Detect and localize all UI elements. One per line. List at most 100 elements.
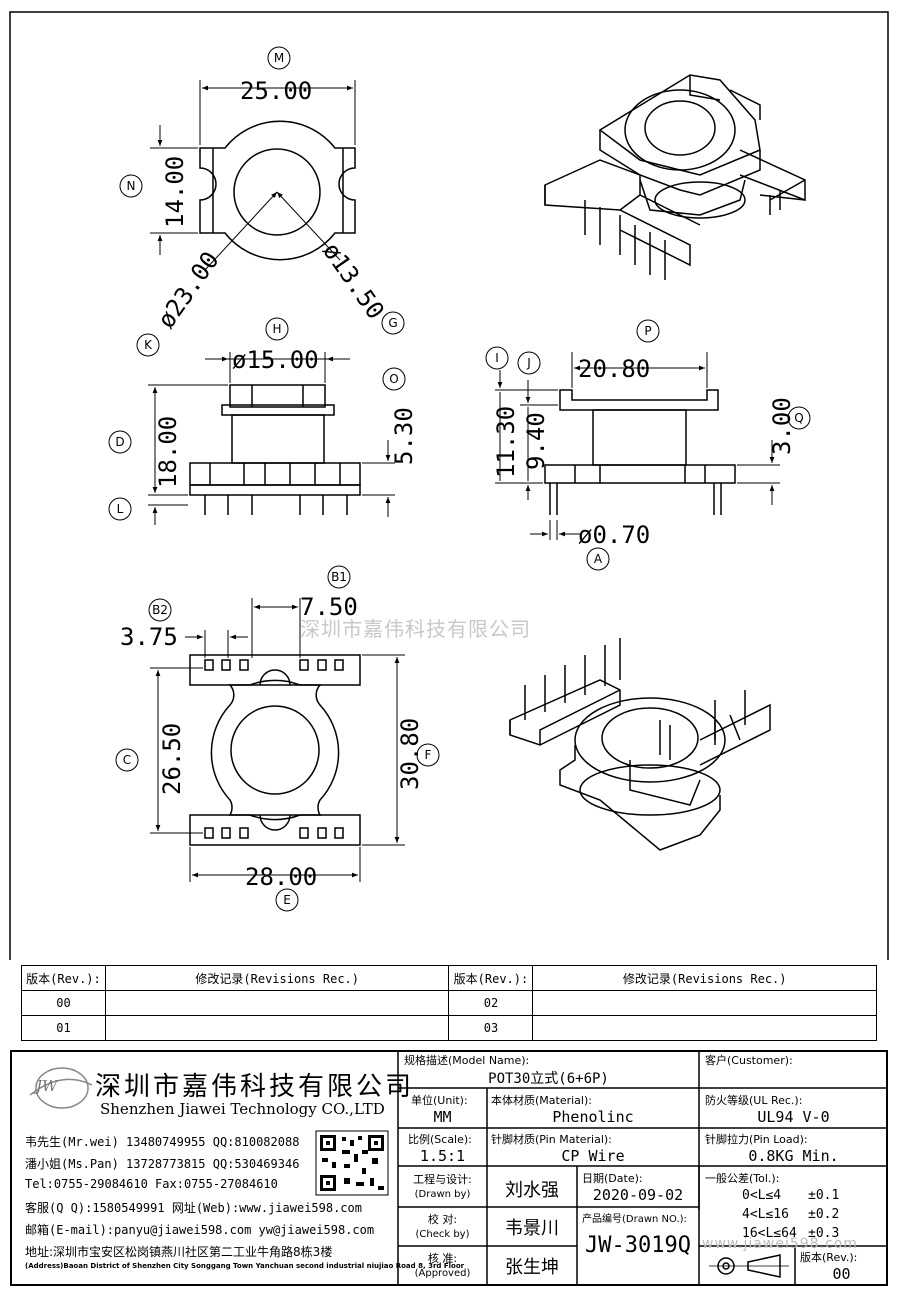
- rec-header-a: 修改记录(Revisions Rec.): [104, 965, 450, 991]
- approved-value: 张生坤: [505, 1257, 559, 1278]
- approved-label-en: (Approved): [414, 1268, 471, 1279]
- tol-range-3: 16<L≤64: [742, 1226, 797, 1241]
- ul-value: UL94 V-0: [757, 1108, 830, 1126]
- drawing-border: [9, 11, 889, 960]
- front-top-flange: [229, 384, 326, 408]
- tag-j: J: [526, 356, 531, 370]
- tag-c: C: [123, 753, 131, 767]
- tag-h: H: [272, 322, 281, 336]
- dim-side-width: 20.80: [578, 355, 650, 383]
- dim-top-inner-dia: ø13.50: [317, 237, 390, 324]
- front-winding: [231, 414, 325, 464]
- date-label: 日期(Date):: [582, 1172, 643, 1185]
- scale-value: 1.5:1: [419, 1147, 466, 1165]
- contact-wei: 韦先生(Mr.wei) 13480749955 QQ:810082088: [25, 1135, 300, 1149]
- model-label: 规格描述(Model Name):: [404, 1054, 530, 1067]
- dim-side-h2: 9.40: [522, 412, 550, 470]
- tag-q: Q: [794, 411, 803, 425]
- tol-value-3: ±0.3: [808, 1226, 840, 1241]
- technical-drawing: 25.00 14.00 ø23.00 ø13.50 ø15.00 18.00 5…: [9, 11, 889, 960]
- material-label: 本体材质(Material):: [491, 1094, 592, 1107]
- top-view: [150, 80, 356, 271]
- top-outline: [199, 120, 356, 261]
- drawn-no-value: JW-3019Q: [585, 1233, 691, 1258]
- drawn-label: 工程与设计:: [413, 1173, 472, 1186]
- dim-bottom-half-pitch: 3.75: [120, 623, 178, 651]
- iso-view-top: [544, 74, 806, 280]
- top-inner-circle: [233, 148, 321, 236]
- tol-range-2: 4<L≤16: [742, 1207, 789, 1222]
- ul-label: 防火等级(UL Rec.):: [705, 1094, 803, 1107]
- tag-n: N: [127, 179, 136, 193]
- dim-top-width: 25.00: [240, 77, 312, 105]
- rec-header-b: 修改记录(Revisions Rec.): [532, 965, 877, 991]
- check-label: 校 对:: [427, 1213, 458, 1226]
- check-label-en: (Check by): [415, 1229, 470, 1240]
- rev-value: 00: [832, 1265, 851, 1283]
- dim-side-pin: ø0.70: [578, 521, 650, 549]
- tag-a: A: [594, 552, 603, 566]
- bottom-view: [150, 598, 405, 882]
- tag-i: I: [495, 351, 499, 365]
- tag-g: G: [388, 316, 397, 330]
- watermark-company: 深圳市嘉伟科技有限公司: [300, 617, 531, 641]
- tag-l: L: [117, 502, 124, 516]
- check-value: 韦景川: [505, 1218, 559, 1239]
- pin-material-label: 针脚材质(Pin Material):: [491, 1133, 612, 1146]
- tol-value-1: ±0.1: [808, 1188, 840, 1203]
- tol-range-1: 0<L≤4: [742, 1188, 782, 1203]
- dim-side-h1: 11.30: [492, 406, 520, 478]
- tag-d: D: [115, 435, 124, 449]
- front-view: [148, 352, 395, 525]
- dim-bottom-width: 28.00: [245, 863, 317, 891]
- address-en: (Address)Baoan District of Shenzhen City…: [25, 1262, 465, 1270]
- dim-top-outer-dia: ø23.00: [152, 246, 225, 333]
- model-value: POT30立式(6+6P): [488, 1071, 609, 1087]
- table-row: 00 02: [21, 990, 877, 1016]
- pin-load-label: 针脚拉力(Pin Load):: [705, 1133, 808, 1146]
- drawn-label-en: (Drawn by): [414, 1189, 471, 1200]
- scale-label: 比例(Scale):: [408, 1133, 472, 1146]
- dimension-bubbles: [108, 46, 811, 912]
- title-block: [10, 1050, 888, 1286]
- pin-load-value: 0.8KG Min.: [748, 1147, 839, 1165]
- tag-k: K: [144, 338, 153, 352]
- rev-header-b: 版本(Rev.):: [448, 965, 534, 991]
- watermark-url: www.jiawei598.com: [702, 1236, 858, 1252]
- iso-view-bottom: [509, 638, 771, 851]
- company-name-en: Shenzhen Jiawei Technology CO.,LTD: [100, 1100, 385, 1118]
- side-view: [495, 352, 780, 540]
- tag-o: O: [389, 372, 398, 386]
- material-value: Phenolinc: [552, 1108, 634, 1126]
- dim-bottom-pitch: 7.50: [300, 593, 358, 621]
- contact-tel-fax: Tel:0755-29084610 Fax:0755-27084610: [25, 1177, 278, 1191]
- tol-label: 一般公差(Tol.):: [705, 1172, 780, 1185]
- table-row: 01 03: [21, 1015, 877, 1041]
- date-value: 2020-09-02: [592, 1186, 684, 1204]
- tag-f: F: [425, 748, 432, 762]
- side-winding: [592, 409, 687, 466]
- dim-bottom-inner-h: 26.50: [158, 723, 186, 795]
- revision-table: 版本(Rev.): 修改记录(Revisions Rec.) 版本(Rev.):…: [21, 965, 877, 1041]
- pin-material-value: CP Wire: [561, 1147, 625, 1165]
- unit-label: 单位(Unit):: [411, 1094, 468, 1107]
- customer-label: 客户(Customer):: [705, 1054, 793, 1067]
- tag-m: M: [274, 51, 284, 65]
- rev-header-a: 版本(Rev.):: [21, 965, 106, 991]
- approved-label: 核 准:: [427, 1252, 458, 1265]
- drawn-no-label: 产品编号(Drawn NO.):: [582, 1214, 687, 1225]
- contact-qq-web: 客服(Q Q):1580549991 网址(Web):www.jiawei598…: [25, 1201, 362, 1215]
- dim-side-h3: 3.00: [768, 397, 796, 455]
- rev-label: 版本(Rev.):: [800, 1251, 858, 1264]
- tag-b2: B2: [152, 603, 168, 617]
- dim-front-top: 5.30: [390, 407, 418, 465]
- tag-b1: B1: [331, 570, 347, 584]
- dim-bottom-outer-h: 30.80: [396, 718, 424, 790]
- front-base: [189, 462, 361, 486]
- logo-text: JW: [36, 1077, 58, 1095]
- tag-p: P: [644, 324, 651, 338]
- drawn-value: 刘水强: [505, 1180, 559, 1201]
- dim-front-total: 18.00: [154, 416, 182, 488]
- dim-top-height: 14.00: [161, 156, 189, 228]
- tol-value-2: ±0.2: [808, 1207, 840, 1222]
